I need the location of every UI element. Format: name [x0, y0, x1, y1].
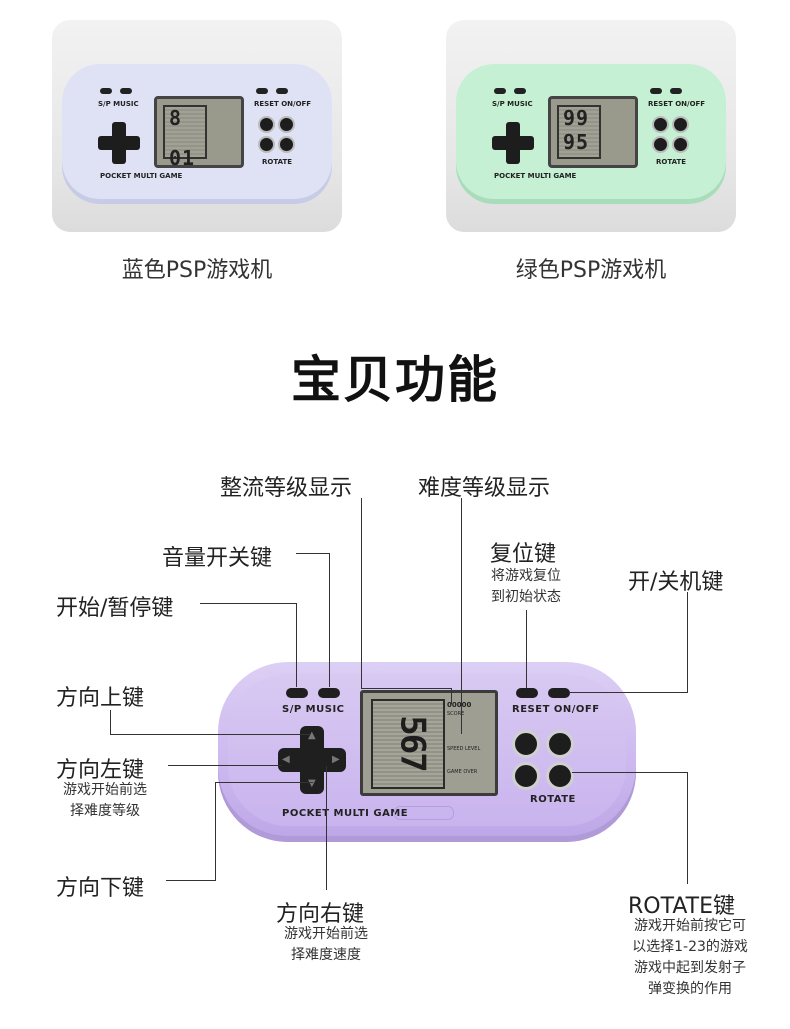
right-key-desc: 游戏开始前选 择难度速度	[284, 926, 368, 963]
section-title: 宝贝功能	[291, 351, 499, 409]
label-up-key: 方向上键	[56, 686, 145, 711]
product-tile-green: S/P MUSIC 99 95 RESET ON/OFF ROTATE POCK…	[446, 20, 736, 232]
label-reset-key: 复位键	[490, 542, 557, 567]
brand-label: POCKET MULTI GAME	[282, 808, 409, 819]
left-key-desc: 游戏开始前选 择难度等级	[63, 782, 147, 819]
dpad-icon	[98, 122, 140, 164]
reset-onoff-label: RESET ON/OFF	[512, 704, 600, 715]
sp-music-label: S/P MUSIC	[98, 100, 139, 108]
dpad: ▲ ▼ ◀ ▶	[278, 726, 346, 794]
leader-line	[110, 734, 310, 735]
label-power-key: 开/关机键	[628, 570, 724, 595]
leader-line	[570, 692, 688, 693]
leader-line	[329, 553, 330, 687]
rotate-label: ROTATE	[656, 158, 687, 166]
rotate-button	[546, 762, 574, 790]
mini-screen: 8 01	[154, 96, 244, 168]
product-caption-green: 绿色PSP游戏机	[515, 258, 667, 283]
lcd-side-panel: 00000 SCORE SPEED LEVEL GAME OVER	[447, 701, 481, 775]
start-pause-button	[286, 688, 308, 698]
green-console-image: S/P MUSIC 99 95 RESET ON/OFF ROTATE POCK…	[456, 64, 726, 204]
rotate-label: ROTATE	[530, 794, 576, 805]
leader-line	[526, 610, 527, 688]
brand-slot	[394, 806, 454, 820]
up-arrow-icon: ▲	[308, 730, 316, 741]
label-down-key: 方向下键	[56, 876, 145, 901]
reset-onoff-label: RESET ON/OFF	[648, 100, 706, 108]
leader-line	[572, 772, 688, 773]
label-start-pause-key: 开始/暂停键	[56, 596, 174, 621]
leader-line	[200, 603, 296, 604]
leader-line	[361, 498, 362, 688]
label-flow-level: 整流等级显示	[220, 476, 353, 501]
power-button	[548, 688, 570, 698]
reset-button	[516, 688, 538, 698]
right-arrow-icon: ▶	[332, 754, 340, 765]
reset-onoff-label: RESET ON/OFF	[254, 100, 312, 108]
leader-line	[166, 880, 216, 881]
label-rotate-key: ROTATE键	[628, 894, 736, 919]
sp-music-label: S/P MUSIC	[282, 704, 345, 715]
leader-line	[215, 782, 313, 783]
brand-label: POCKET MULTI GAME	[100, 172, 183, 180]
mini-screen: 99 95	[548, 96, 638, 168]
leader-line	[326, 766, 327, 890]
product-caption-blue: 蓝色PSP游戏机	[121, 258, 273, 283]
action-button-1	[512, 730, 540, 758]
leader-line	[110, 710, 111, 734]
leader-line	[215, 782, 216, 881]
sp-music-label: S/P MUSIC	[492, 100, 533, 108]
product-tile-blue: S/P MUSIC 8 01 RESET ON/OFF ROTATE POCKE…	[52, 20, 342, 232]
lcd-playfield: 567	[371, 699, 445, 789]
lcd-screen: 567 00000 SCORE SPEED LEVEL GAME OVER	[360, 690, 498, 796]
action-button-2	[546, 730, 574, 758]
leader-line	[451, 688, 452, 704]
label-left-key: 方向左键	[56, 758, 145, 783]
brand-label: POCKET MULTI GAME	[494, 172, 577, 180]
blue-console-image: S/P MUSIC 8 01 RESET ON/OFF ROTATE POCKE…	[62, 64, 332, 204]
reset-key-desc: 将游戏复位 到初始状态	[491, 568, 561, 605]
label-right-key: 方向右键	[276, 902, 365, 927]
action-button-3	[512, 762, 540, 790]
sound-button	[318, 688, 340, 698]
leader-line	[296, 553, 330, 554]
leader-line	[687, 772, 688, 884]
label-difficulty-level: 难度等级显示	[418, 476, 551, 501]
leader-line	[168, 765, 282, 766]
label-sound-key: 音量开关键	[162, 546, 273, 571]
down-arrow-icon: ▼	[308, 778, 316, 789]
left-arrow-icon: ◀	[282, 754, 290, 765]
leader-line	[461, 498, 462, 734]
rotate-key-desc: 游戏开始前按它可 以选择1-23的游戏 游戏中起到发射子 弹变换的作用	[632, 918, 748, 997]
leader-line	[296, 603, 297, 687]
leader-line	[687, 592, 688, 692]
lcd-digits: 567	[392, 715, 433, 771]
rotate-label: ROTATE	[262, 158, 293, 166]
dpad-icon	[492, 122, 534, 164]
leader-line	[361, 688, 451, 689]
